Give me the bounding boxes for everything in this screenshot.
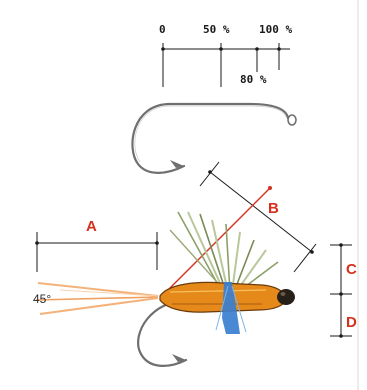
dimension-b-dot — [310, 250, 314, 254]
fly-head-highlight — [281, 292, 286, 296]
dimension-c-dot — [339, 243, 343, 247]
scale-label-50: 50 % — [203, 24, 230, 35]
dimension-b-line — [210, 172, 312, 252]
dimension-b — [200, 162, 316, 272]
dimension-b-cap-end — [294, 244, 316, 272]
dimension-d-dot — [339, 334, 343, 338]
label-dimension-c: C — [346, 262, 357, 277]
bare-hook — [132, 104, 296, 173]
dimension-cd-dot — [339, 292, 343, 296]
fly-head — [277, 289, 295, 305]
scale-dot — [161, 47, 165, 51]
label-dimension-a: A — [86, 219, 97, 234]
dimension-a-dot — [35, 241, 39, 245]
label-dimension-b: B — [268, 201, 279, 216]
scale-dot — [277, 47, 281, 51]
scale-label-0: 0 — [159, 24, 166, 35]
fly-tail — [36, 283, 158, 314]
tied-fly — [36, 186, 295, 366]
bare-hook-eye — [288, 115, 296, 125]
scale-label-80: 80 % — [240, 74, 267, 85]
bare-hook-highlight — [135, 106, 286, 162]
dimension-b-dot — [208, 170, 212, 174]
tail-fibre — [40, 298, 158, 314]
hook-length-scale — [161, 43, 290, 87]
scale-dot — [255, 47, 259, 51]
fly-wing — [170, 212, 278, 292]
dimension-b-cap-start — [200, 162, 219, 186]
tail-fibre — [38, 283, 158, 296]
scale-label-100: 100 % — [259, 24, 292, 35]
label-angle: 45° — [33, 293, 51, 305]
dimension-a-dot — [155, 241, 159, 245]
scale-dot — [219, 47, 223, 51]
label-dimension-d: D — [346, 315, 357, 330]
bare-hook-shank — [132, 104, 288, 173]
angle-reference-dot — [268, 186, 272, 190]
dimension-a — [35, 232, 159, 272]
